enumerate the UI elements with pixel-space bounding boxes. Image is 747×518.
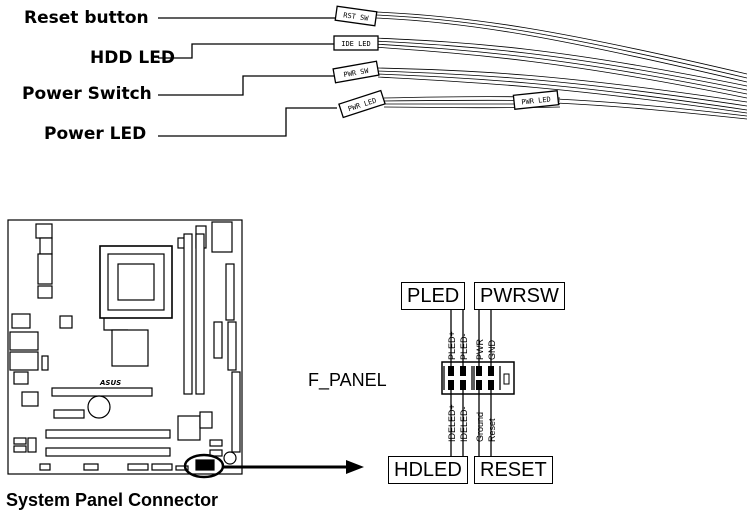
plug-pwr-led-2 xyxy=(512,90,560,110)
pled-group-label: PLED xyxy=(401,282,466,310)
wire-bundle xyxy=(373,11,747,120)
hdd-leader xyxy=(158,43,335,59)
plug-rst-text: RST SW xyxy=(343,11,370,23)
northbridge-chip xyxy=(111,329,149,367)
hdled-group-label: HDLED xyxy=(388,456,468,484)
motherboard xyxy=(7,219,243,475)
fpanel-header: PLED+ PLED- PWR GND IDELED+ IDELED- Grou… xyxy=(441,308,515,456)
reset-button-label: Reset button xyxy=(24,8,149,28)
callout-arrowhead xyxy=(346,460,364,474)
dimm-slot-1 xyxy=(183,233,193,395)
power-led-leader xyxy=(158,107,337,137)
power-switch-label: Power Switch xyxy=(22,84,152,104)
pci-slot-3 xyxy=(45,447,171,457)
plug-ide-text: IDE LED xyxy=(341,40,371,48)
leader-lines xyxy=(158,17,337,137)
dimm-slot-2 xyxy=(195,233,205,395)
plug-pwr-led xyxy=(338,89,386,119)
fpanel-label: F_PANEL xyxy=(308,370,387,390)
plug-pwr-led-2-text: PWR LED xyxy=(521,95,551,106)
reset-group-label: RESET xyxy=(474,456,553,484)
pci-slot-2 xyxy=(45,429,171,439)
pin-label-pled-plus: PLED+ xyxy=(447,331,457,360)
plug-rst-sw xyxy=(334,5,378,27)
power-led-label: Power LED xyxy=(44,124,147,144)
pci-slot-1 xyxy=(51,387,153,397)
pin-label-pled-minus: PLED- xyxy=(459,333,469,360)
pwrsw-group-label: PWRSW xyxy=(474,282,565,310)
pin-label-gnd: GND xyxy=(487,340,497,361)
pin-label-pwr: PWR xyxy=(475,339,485,360)
pin-label-ideled-plus: IDELED+ xyxy=(447,404,457,442)
diagram-caption: System Panel Connector xyxy=(6,490,219,510)
pin-label-ideled-minus: IDELED- xyxy=(459,406,469,442)
power-switch-leader xyxy=(158,75,335,96)
hdd-led-label: HDD LED xyxy=(90,48,175,68)
pin-label-ground: Ground xyxy=(475,412,485,442)
board-logo: ASUS xyxy=(99,379,121,387)
plug-pwr-sw xyxy=(332,60,380,84)
plug-ide-led xyxy=(333,35,379,51)
battery xyxy=(87,395,111,419)
pin-label-reset: Reset xyxy=(487,418,497,442)
board-fpanel-header xyxy=(195,459,215,471)
